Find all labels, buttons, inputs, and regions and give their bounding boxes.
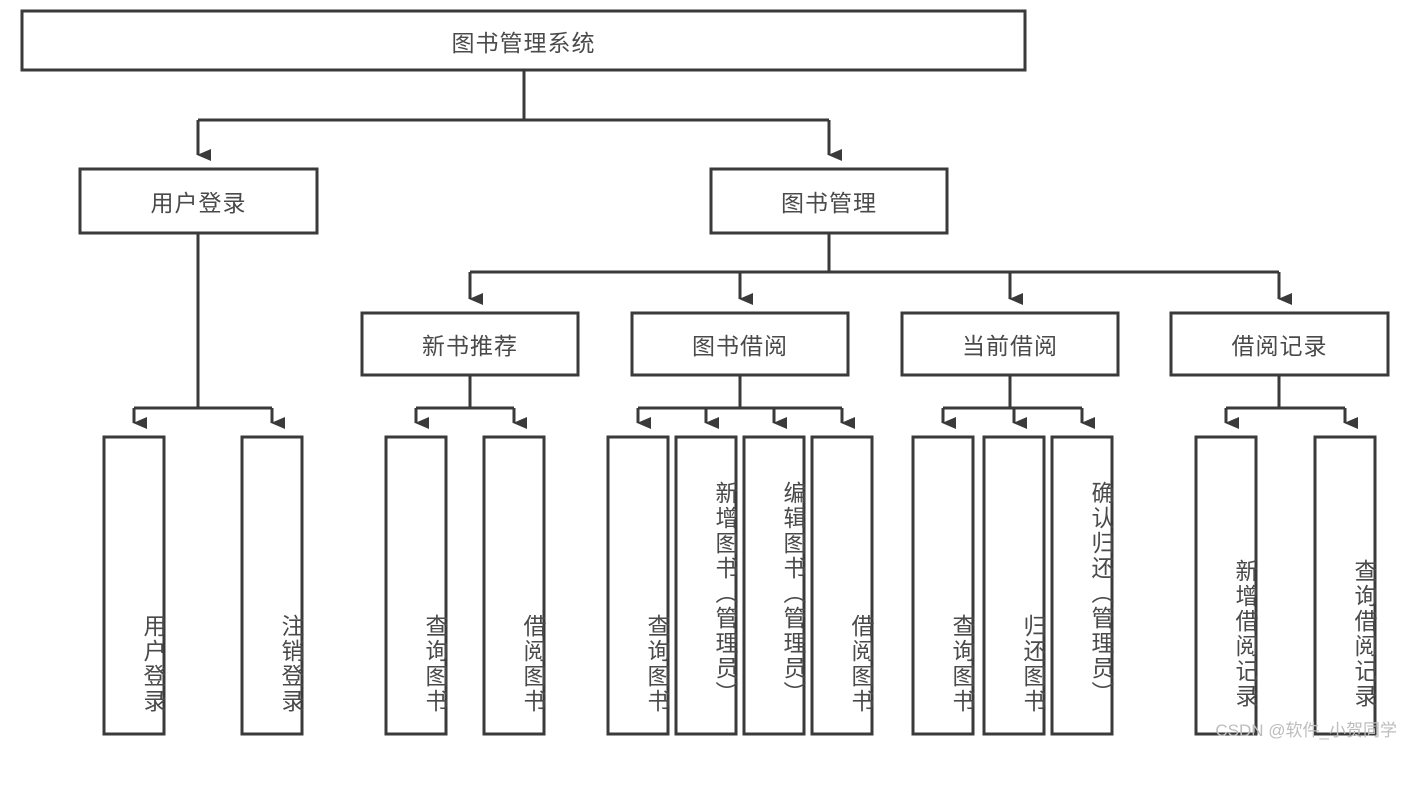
connectors-bookborrow-to-leaves [636, 375, 855, 429]
connectors-currentborrow-to-leaves [941, 375, 1095, 429]
connectors-recommend-to-leaves [414, 375, 527, 429]
node-rect-new-book-recommend[interactable] [360, 311, 580, 377]
node-rect-leaf-logout[interactable] [240, 435, 304, 736]
node-rect-leaf-add-borrow-record[interactable] [1194, 435, 1258, 736]
node-rectangles [20, 9, 1390, 736]
node-rect-leaf-query-book-borrow[interactable] [606, 435, 670, 736]
node-rect-leaf-query-book-current[interactable] [911, 435, 975, 736]
node-rect-leaf-edit-book-admin[interactable] [742, 435, 806, 736]
node-rect-leaf-borrow-book-recommend[interactable] [482, 435, 546, 736]
node-rect-leaf-query-book-recommend[interactable] [384, 435, 448, 736]
node-rect-leaf-query-borrow-record[interactable] [1313, 435, 1377, 736]
node-rect-borrow-record[interactable] [1169, 311, 1390, 377]
flowchart-diagram: 图书管理系统 用户登录 图书管理 新书推荐 图书借阅 当前借阅 借阅记录 用户登… [20, 9, 1397, 740]
node-rect-leaf-add-book-admin[interactable] [674, 435, 738, 736]
connectors-root-to-level1 [196, 70, 842, 161]
node-rect-book-borrow[interactable] [630, 311, 850, 377]
connectors-bookmgmt-to-level2 [468, 233, 1292, 305]
diagram-canvas [20, 9, 1390, 736]
connectors-borrowrecord-to-leaves [1224, 375, 1358, 429]
node-rect-leaf-user-login[interactable] [102, 435, 166, 736]
node-rect-current-borrow[interactable] [900, 311, 1120, 377]
node-rect-leaf-confirm-return-admin[interactable] [1050, 435, 1114, 736]
csdn-watermark: CSDN @软件_小贺同学 [1215, 721, 1397, 740]
node-rect-user-login[interactable] [78, 167, 319, 235]
node-rect-leaf-borrow-book[interactable] [810, 435, 874, 736]
node-rect-book-management[interactable] [709, 167, 949, 235]
node-rect-root[interactable] [20, 9, 1027, 72]
node-rect-leaf-return-book[interactable] [982, 435, 1046, 736]
connectors-userlogin-to-leaves [132, 233, 285, 429]
